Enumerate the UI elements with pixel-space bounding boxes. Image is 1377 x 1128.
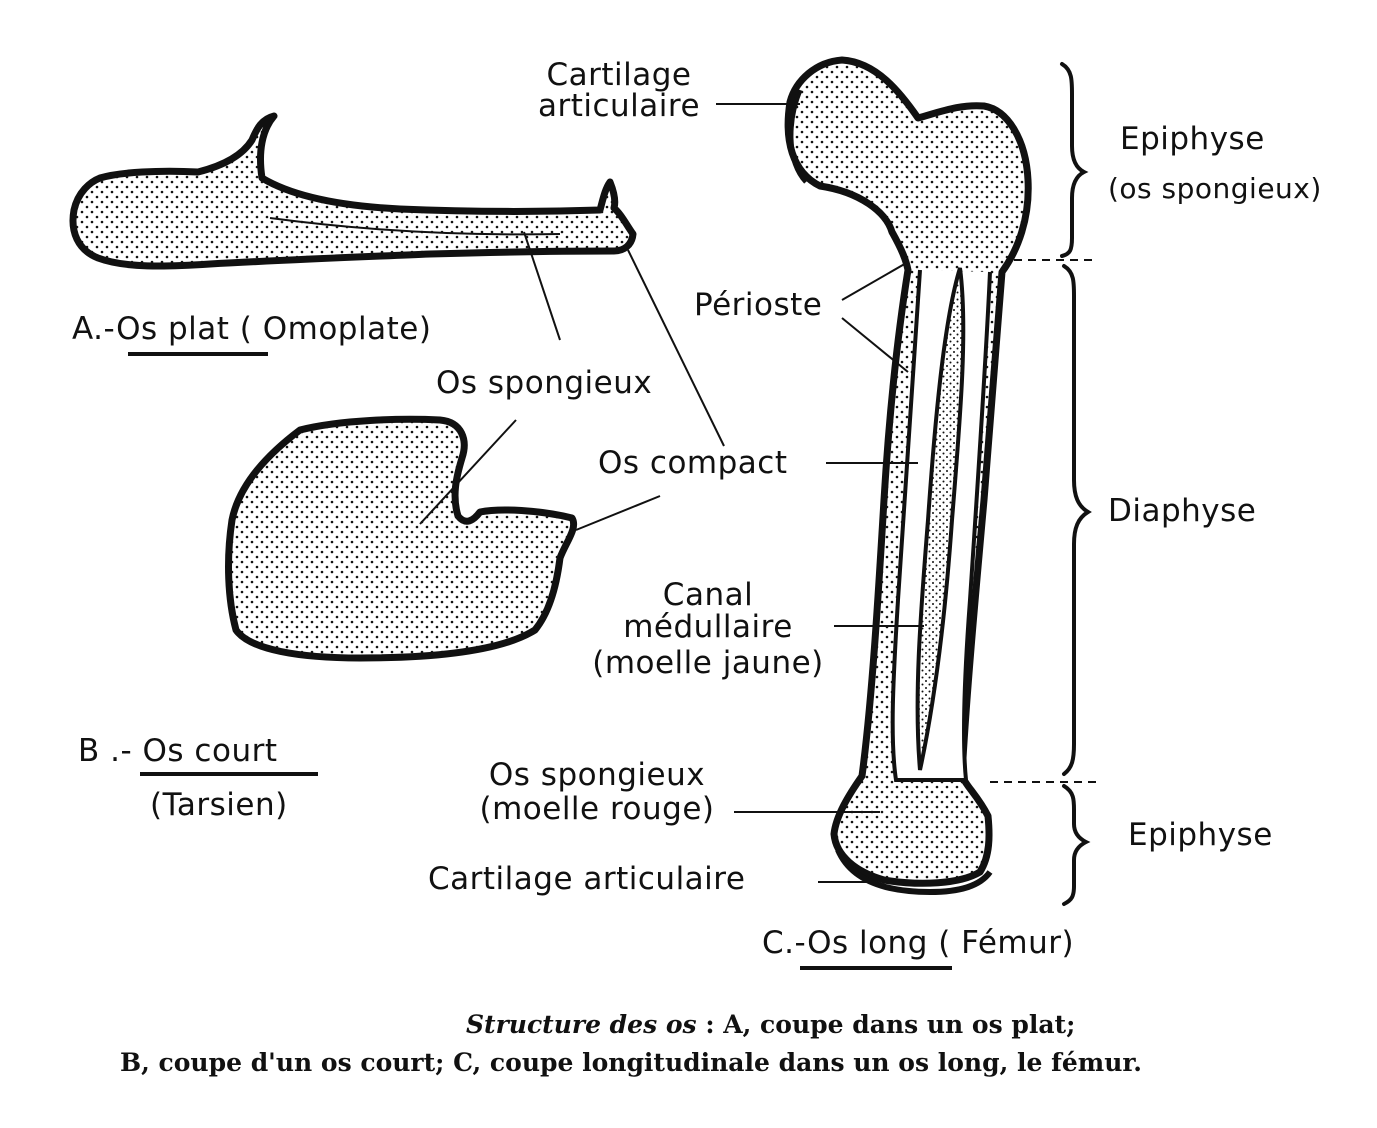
region-separators <box>990 259 1096 783</box>
title-flat-bone: A.-Os plat ( Omoplate) <box>72 312 431 346</box>
title-c-name: Os long <box>807 925 928 961</box>
caption-title: Structure des os <box>466 1010 697 1039</box>
title-long-bone: C.-Os long ( Fémur) <box>762 926 1074 960</box>
label-cartilage-bottom: Cartilage articulaire <box>428 861 746 897</box>
flat-bone-drawing <box>69 112 637 270</box>
title-a-detail: ( Omoplate) <box>239 311 432 347</box>
label-periosteum: Périoste <box>694 287 823 323</box>
title-a-prefix: A.- <box>72 311 117 347</box>
label-spongy-bottom-line1: Os spongieux <box>488 757 706 793</box>
region-epiphysis-bottom: Epiphyse <box>1128 817 1273 853</box>
title-short-bone: B .- Os court <box>78 734 278 768</box>
region-epiphysis-top: Epiphyse <box>1120 121 1265 157</box>
title-b-name: Os court <box>142 733 278 769</box>
title-b-detail: (Tarsien) <box>150 787 288 823</box>
short-bone-drawing <box>225 415 577 662</box>
caption-line1: Structure des os : A, coupe dans un os p… <box>466 1010 1075 1039</box>
label-spongy-bone: Os spongieux <box>436 365 653 401</box>
label-spongy-bottom-line2: (moelle rouge) <box>479 791 715 827</box>
title-b-prefix: B .- <box>78 733 133 769</box>
leader-lines <box>419 103 924 883</box>
region-epiphysis-top-note: (os spongieux) <box>1108 172 1322 205</box>
long-bone-drawing <box>784 56 1032 896</box>
label-canal-line3: (moelle jaune) <box>592 645 824 681</box>
title-c-detail: ( Fémur) <box>938 925 1075 961</box>
region-braces <box>1060 62 1092 906</box>
region-diaphysis: Diaphyse <box>1108 493 1257 529</box>
caption-line2: B, coupe d'un os court; C, coupe longitu… <box>120 1048 1142 1077</box>
label-compact-bone: Os compact <box>598 445 788 481</box>
caption-line1-text: : A, coupe dans un os plat; <box>705 1010 1076 1039</box>
label-cartilage-top-line1: Cartilage <box>546 57 692 93</box>
label-canal-line1: Canal <box>662 577 754 613</box>
label-canal-line2: médullaire <box>623 609 793 645</box>
label-cartilage-top-line2: articulaire <box>537 88 701 124</box>
title-c-prefix: C.- <box>762 925 808 961</box>
title-a-name: Os plat <box>116 311 230 347</box>
